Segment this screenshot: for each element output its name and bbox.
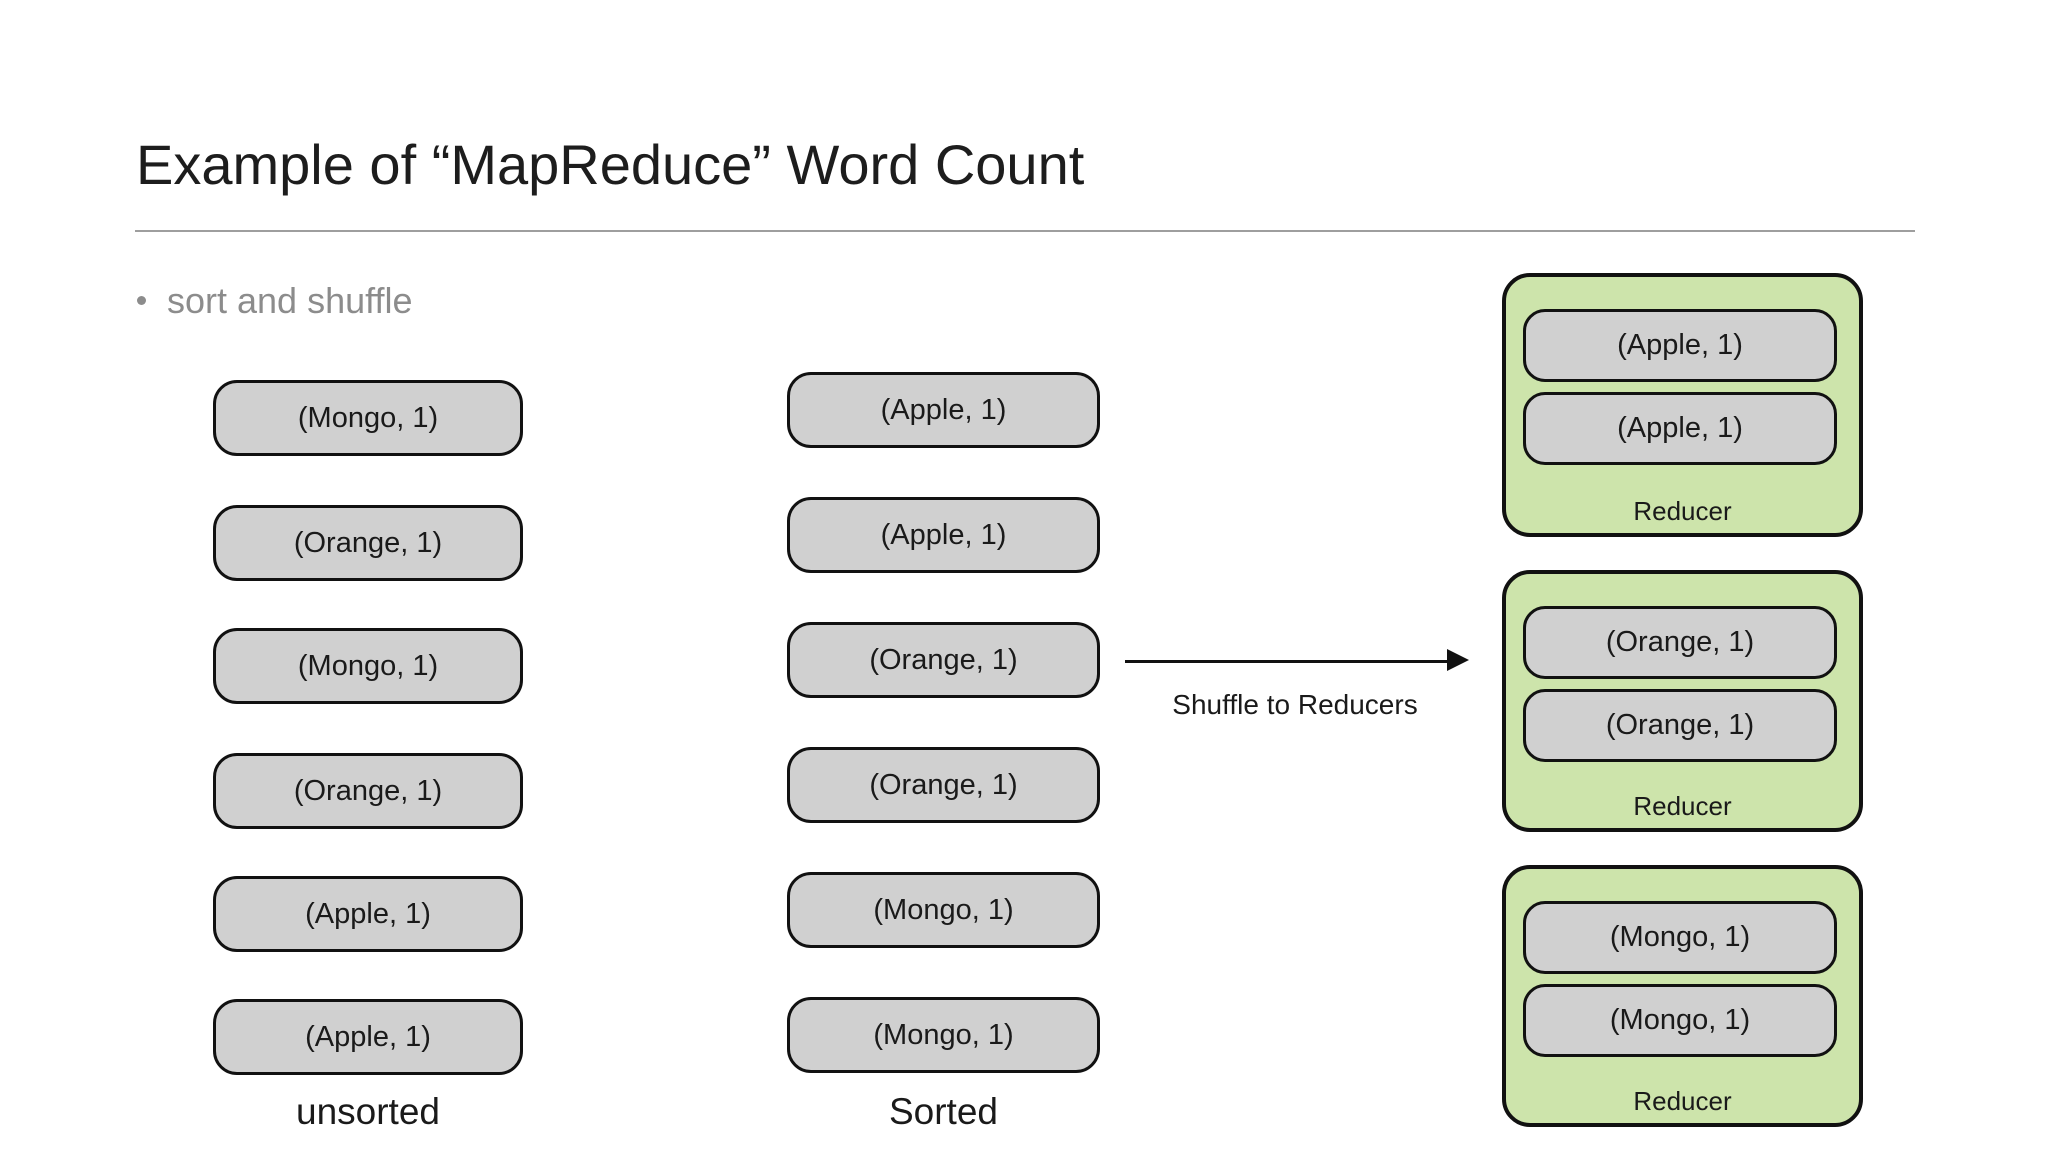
reducer-pair-box: (Mongo, 1)	[1523, 901, 1837, 974]
reducer-pair-box: (Mongo, 1)	[1523, 984, 1837, 1057]
sorted-pair-box: (Orange, 1)	[787, 622, 1100, 698]
sorted-pair-box: (Orange, 1)	[787, 747, 1100, 823]
sorted-pair-box: (Mongo, 1)	[787, 997, 1100, 1073]
reducer-label: Reducer	[1633, 496, 1732, 526]
reducer-pair-box: (Apple, 1)	[1523, 392, 1837, 465]
reducer-pair-box: (Apple, 1)	[1523, 309, 1837, 382]
unsorted-pair-box: (Orange, 1)	[213, 505, 523, 581]
reducer-pair-box: (Orange, 1)	[1523, 689, 1837, 762]
unsorted-pair-box: (Orange, 1)	[213, 753, 523, 829]
reducer-pair-box: (Orange, 1)	[1523, 606, 1837, 679]
sorted-pair-box: (Apple, 1)	[787, 372, 1100, 448]
reducer-label: Reducer	[1633, 791, 1732, 821]
reducer-label: Reducer	[1633, 1086, 1732, 1116]
shuffle-arrow-label: Shuffle to Reducers	[1172, 689, 1418, 720]
sorted-pair-box: (Mongo, 1)	[787, 872, 1100, 948]
unsorted-pair-box: (Mongo, 1)	[213, 628, 523, 704]
shuffle-arrow-line	[1125, 660, 1449, 663]
sorted-pair-box: (Apple, 1)	[787, 497, 1100, 573]
shuffle-arrow-head-icon	[1447, 649, 1469, 671]
unsorted-column-label: unsorted	[296, 1091, 440, 1132]
unsorted-pair-box: (Apple, 1)	[213, 876, 523, 952]
title-divider	[135, 230, 1915, 232]
reducer-group-orange: (Orange, 1) (Orange, 1) Reducer	[1502, 570, 1863, 832]
reducer-group-apple: (Apple, 1) (Apple, 1) Reducer	[1502, 273, 1863, 537]
reducer-group-mongo: (Mongo, 1) (Mongo, 1) Reducer	[1502, 865, 1863, 1127]
bullet-sort-and-shuffle: sort and shuffle	[167, 280, 413, 321]
unsorted-pair-box: (Apple, 1)	[213, 999, 523, 1075]
slide-title: Example of “MapReduce” Word Count	[136, 133, 1085, 196]
unsorted-pair-box: (Mongo, 1)	[213, 380, 523, 456]
bullet-dot-icon	[137, 296, 146, 305]
sorted-column-label: Sorted	[888, 1091, 998, 1132]
